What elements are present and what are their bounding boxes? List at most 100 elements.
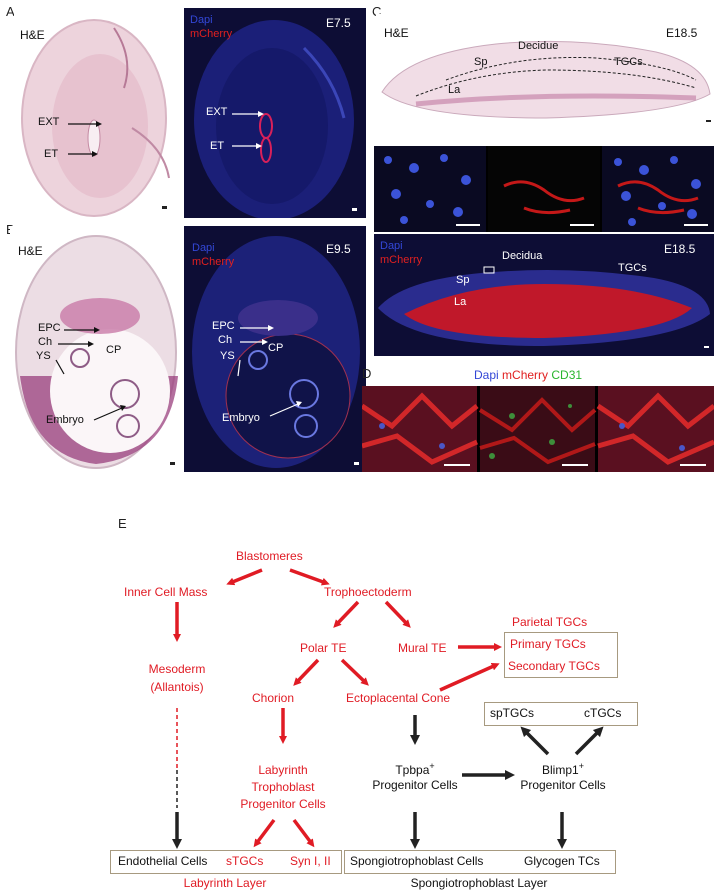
node-tpbpa-sup: + [429,761,435,771]
panel-c-he-stain: H&E [384,26,409,40]
node-sptgcs: spTGCs [490,706,535,720]
panel-b-fluor-tissue [192,236,360,468]
panel-b-fluor-ch: Ch [218,334,233,346]
node-trophoblast: Trophoblast [251,780,315,794]
node-secondary-tgcs: Secondary TGCs [508,659,600,673]
node-ectoplacental-cone: Ectoplacental Cone [346,691,451,705]
panel-b-he-tissue [15,235,178,469]
panel-c-fluor-dapi: Dapi [380,240,403,252]
node-parietal-tgcs: Parietal TGCs [512,615,588,629]
panel-b-fluor-embryo: Embryo [222,412,260,424]
panel-c-he-la: La [448,84,461,96]
panel-d-letter: D [362,366,372,381]
panel-d-tissue [362,386,714,472]
panel-a-fluor-mcherry: mCherry [190,28,233,40]
panel-b-fluor-stage: E9.5 [326,242,351,256]
node-chorion: Chorion [252,691,295,705]
panel-c-he-stage: E18.5 [666,26,698,40]
panel-b-fluor-mcherry: mCherry [192,256,235,268]
panel-c-letter: C [372,4,382,19]
panel-a-fluor-arrows [232,111,264,149]
node-mural-te: Mural TE [398,641,447,655]
panel-a-fluor-ext: EXT [206,106,228,118]
panel-a-he-et: ET [44,148,59,160]
panel-c-he-decidue: Decidue [518,40,559,52]
panel-c-he-sp: Sp [474,56,488,68]
panel-d-legend-cd31: CD31 [551,368,583,382]
panel-b-fluor-dapi: Dapi [192,242,215,254]
panel-a-fluor-tissue [194,20,357,218]
node-blimp1-sup: + [578,761,584,771]
panel-b-he-cp: CP [106,344,122,356]
panel-a-he-ext: EXT [38,116,60,128]
node-glycogen-tcs: Glycogen TCs [524,854,600,868]
spongiotrophoblast-layer-label: Spongiotrophoblast Layer [410,876,548,890]
panel-b-he-embryo: Embryo [46,414,84,426]
node-syn: Syn I, II [290,854,331,868]
panel-e-letter: E [118,516,127,531]
panel-c-he-tgcs: TGCs [614,56,643,68]
node-endothelial-cells: Endothelial Cells [118,854,208,868]
panel-a-fluor-dapi: Dapi [190,14,213,26]
panel-b-he-ys: YS [36,350,51,362]
node-stgcs: sTGCs [226,854,264,868]
panel-c-fluor-decidua: Decidua [502,250,543,262]
node-blimp1: Blimp1+ [516,761,610,777]
panel-c-he-tissue [381,40,711,122]
panel-c-zoom-cells [374,146,714,232]
panel-a-fluor-stage: E7.5 [326,16,351,30]
panel-c-fluor-mcherry: mCherry [380,254,423,266]
node-inner-cell-mass: Inner Cell Mass [124,585,208,599]
labyrinth-layer-label: Labyrinth Layer [183,876,267,890]
panel-d-image [362,386,714,472]
panel-a-letter: A [6,4,15,19]
panel-c-fluor-stage: E18.5 [664,242,696,256]
panel-d-legend-dapi: Dapi [474,368,499,382]
panel-b-he-ch: Ch [38,336,53,348]
node-blimp1-name: Blimp1 [542,763,579,777]
panel-b-fluor-cp: CP [268,342,284,354]
panel-c-zoom-row [374,146,714,232]
panel-b-fluor-ys: YS [220,350,235,362]
spongio-box [344,850,616,874]
panel-c-fluor-image: Dapi mCherry E18.5 Decidua Sp TGCs La [374,234,714,356]
panel-d-legend: Dapi mCherry CD31 [474,368,582,382]
node-polar-te: Polar TE [300,641,347,655]
node-allantois: (Allantois) [150,680,204,694]
tgc-box [504,632,618,678]
panel-b-he-epc: EPC [38,322,61,334]
panel-a-he-arrows [68,121,102,157]
panel-c-fluor-tissue [378,266,710,348]
panel-d-legend-mcherry: mCherry [502,368,549,382]
panel-b-fluor-image: Dapi mCherry E9.5 EPC Ch YS CP Embryo [184,226,366,472]
panel-b-fluor-arrows [237,325,302,417]
node-labyrinth: Labyrinth [258,763,308,777]
panel-b-he-arrows [55,327,126,421]
panel-a-he-stain: H&E [20,28,45,42]
node-blimp1-progenitor: Progenitor Cells [520,778,606,792]
node-tpbpa: Tpbpa+ [368,761,462,777]
panel-c-he-image: H&E E18.5 Decidue Sp TGCs La [376,14,716,142]
node-mesoderm: Mesoderm [148,662,206,676]
panel-b-he-image: H&E EPC Ch YS CP Embryo [10,226,182,472]
node-tpbpa-progenitor: Progenitor Cells [372,778,458,792]
panel-b-he-stain: H&E [18,244,43,258]
panel-c-fluor-sp: Sp [456,274,470,286]
panel-a-he-image: H&E EXT ET [14,8,179,218]
node-tpbpa-name: Tpbpa [395,763,430,777]
node-blastomeres: Blastomeres [236,549,303,563]
node-trophoectoderm: Trophoectoderm [324,585,412,599]
panel-b-fluor-epc: EPC [212,320,235,332]
node-spongiotrophoblast-cells: Spongiotrophoblast Cells [350,854,484,868]
node-ctgcs: cTGCs [584,706,622,720]
sptgc-box [484,702,638,726]
node-progenitor-cells-lab: Progenitor Cells [240,797,326,811]
panel-c-fluor-la: La [454,296,467,308]
panel-a-fluor-image: Dapi mCherry E7.5 EXT ET [184,8,366,218]
panel-a-fluor-et: ET [210,140,225,152]
labyrinth-box [110,850,342,874]
panel-c-fluor-tgcs: TGCs [618,262,647,274]
panel-a-he-tissue [21,19,170,217]
node-primary-tgcs: Primary TGCs [510,637,586,651]
